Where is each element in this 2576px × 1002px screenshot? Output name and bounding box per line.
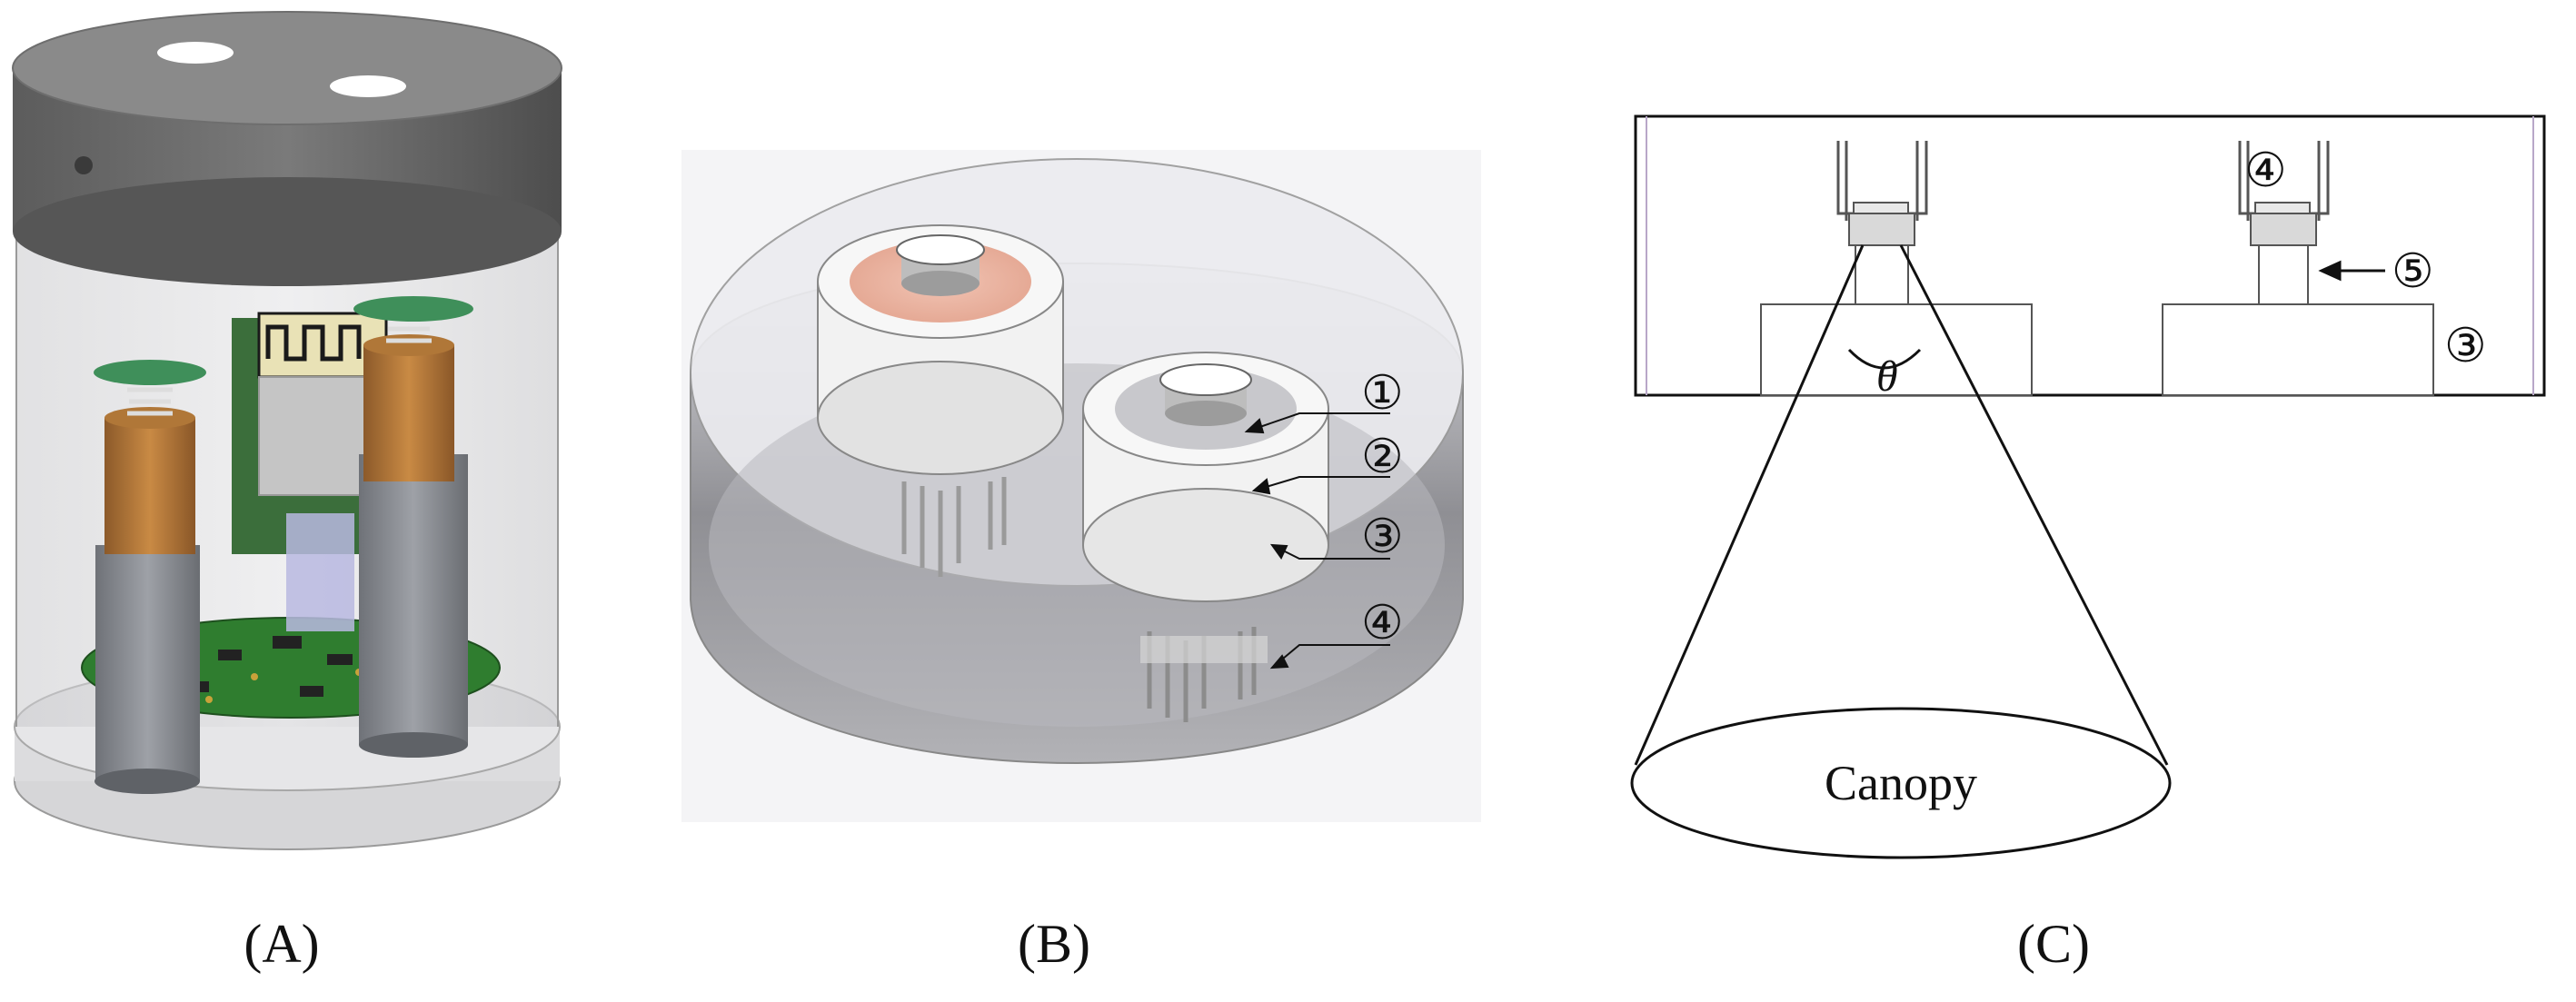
- panel-b-sensor-assembly: ① ② ③ ④ (B): [672, 0, 1490, 1002]
- angle-label: θ: [1876, 352, 1898, 401]
- field-of-view-cone: [1634, 244, 2169, 766]
- canopy-label: Canopy: [1825, 756, 1977, 810]
- housing-label: ③: [2444, 321, 2487, 372]
- callout-label: ①: [1361, 368, 1404, 420]
- panel-c-field-of-view-schematic: ④ ⑤ ③ θ Canopy (C): [1617, 0, 2576, 1002]
- device-render-illustration: [12, 11, 562, 850]
- sensor-assembly-illustration: ① ② ③ ④: [681, 150, 1481, 822]
- panel-b-caption: (B): [1018, 914, 1090, 974]
- detector-label: ④: [2244, 145, 2287, 197]
- callout-label: ②: [1361, 432, 1404, 483]
- panel-a-device-render: (A): [0, 0, 582, 1002]
- field-of-view-diagram: ④ ⑤ ③ θ Canopy: [1630, 114, 2546, 859]
- spacer-label: ⑤: [2392, 246, 2434, 298]
- panel-c-caption: (C): [2017, 914, 2090, 974]
- callout-label: ④: [1361, 598, 1404, 650]
- panel-a-caption: (A): [244, 914, 320, 974]
- canopy-ellipse: [1630, 707, 2172, 859]
- callout-label: ③: [1361, 511, 1404, 563]
